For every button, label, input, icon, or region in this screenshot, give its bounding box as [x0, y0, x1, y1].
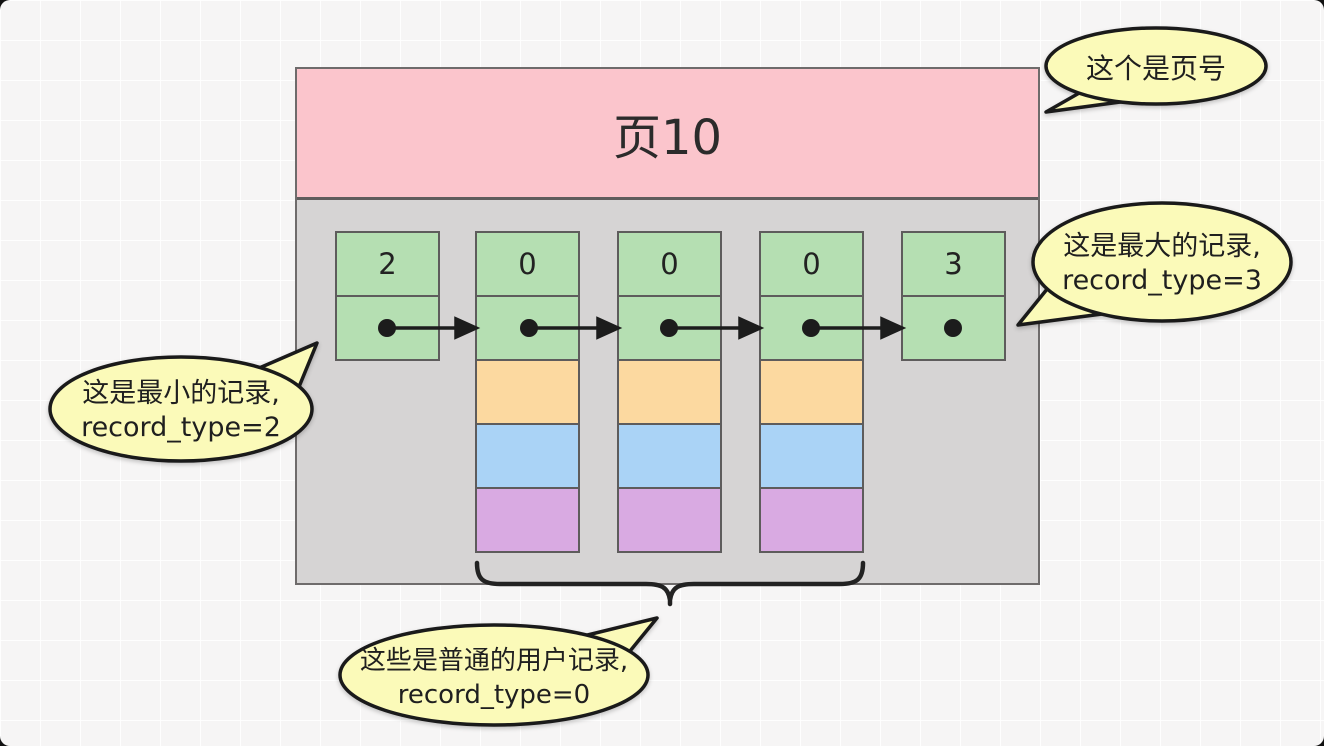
callout-line: 这些是普通的用户记录,: [359, 646, 629, 676]
record-pointer-cell: [759, 295, 864, 361]
record-type-cell: 0: [617, 231, 722, 297]
page-title: 页10: [612, 110, 723, 166]
record-type-cell: 0: [475, 231, 580, 297]
callout-line: record_type=2: [81, 412, 281, 443]
record-type-cell: 3: [901, 231, 1006, 297]
record-column-min: 2: [335, 231, 440, 361]
record-column-user-1: 0: [475, 231, 580, 553]
record-pointer-cell: [335, 295, 440, 361]
callout-line: 这个是页号: [1085, 52, 1226, 85]
record-column-user-2: 0: [617, 231, 722, 553]
record-pointer-cell: [617, 295, 722, 361]
callout-line: record_type=0: [397, 680, 591, 710]
record-pointer-cell: [475, 295, 580, 361]
user-data-cell-orange: [759, 359, 864, 425]
user-data-cell-blue: [475, 423, 580, 489]
callout-line: record_type=3: [1062, 265, 1262, 296]
callout-line: 这是最大的记录,: [1063, 231, 1261, 262]
callout-user-records-label: 这些是普通的用户记录, record_type=0: [340, 644, 648, 712]
user-data-cell-orange: [475, 359, 580, 425]
page-header: 页10: [297, 69, 1038, 200]
record-type-cell: 2: [335, 231, 440, 297]
callout-page-number-label: 这个是页号: [1046, 52, 1266, 86]
callout-tail: [1044, 82, 1152, 114]
user-data-cell-purple: [617, 487, 722, 553]
user-data-cell-orange: [617, 359, 722, 425]
user-data-cell-purple: [475, 487, 580, 553]
callout-line: 这是最小的记录,: [82, 378, 280, 409]
record-column-user-3: 0: [759, 231, 864, 553]
user-data-cell-blue: [759, 423, 864, 489]
user-data-cell-blue: [617, 423, 722, 489]
record-pointer-cell: [901, 295, 1006, 361]
user-data-cell-purple: [759, 487, 864, 553]
record-column-max: 3: [901, 231, 1006, 361]
callout-min-record-label: 这是最小的记录, record_type=2: [49, 377, 313, 445]
record-type-cell: 0: [759, 231, 864, 297]
callout-max-record-label: 这是最大的记录, record_type=3: [1032, 230, 1292, 298]
